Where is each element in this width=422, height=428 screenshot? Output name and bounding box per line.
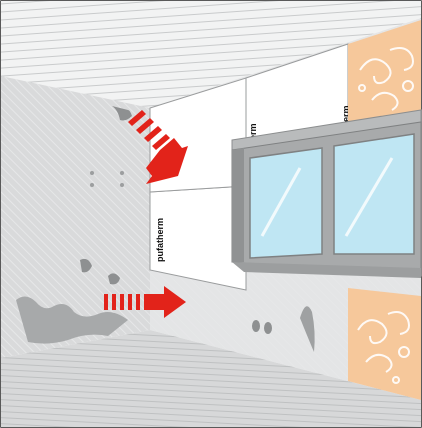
mold-stain-icon	[16, 296, 128, 344]
mold-stain-icon	[112, 106, 132, 121]
moisture-dots	[90, 171, 124, 187]
window-pane-left	[249, 147, 323, 259]
red-arrow-down-right-icon	[128, 110, 188, 184]
moisture-dots-back	[252, 320, 272, 334]
red-arrow-right-icon	[104, 286, 186, 318]
mold-stain-icon	[80, 258, 92, 273]
board-label: pufatherm	[155, 218, 165, 262]
board-label-partial-1: erm	[248, 123, 258, 140]
mold-stain-icon	[108, 273, 120, 285]
mold-stain-icon	[300, 306, 315, 352]
board-label-partial-2: erm	[341, 105, 351, 122]
window-sill	[232, 262, 421, 278]
wallpaper-panel-lower	[348, 288, 421, 400]
wallpaper-panel-upper	[348, 20, 421, 124]
